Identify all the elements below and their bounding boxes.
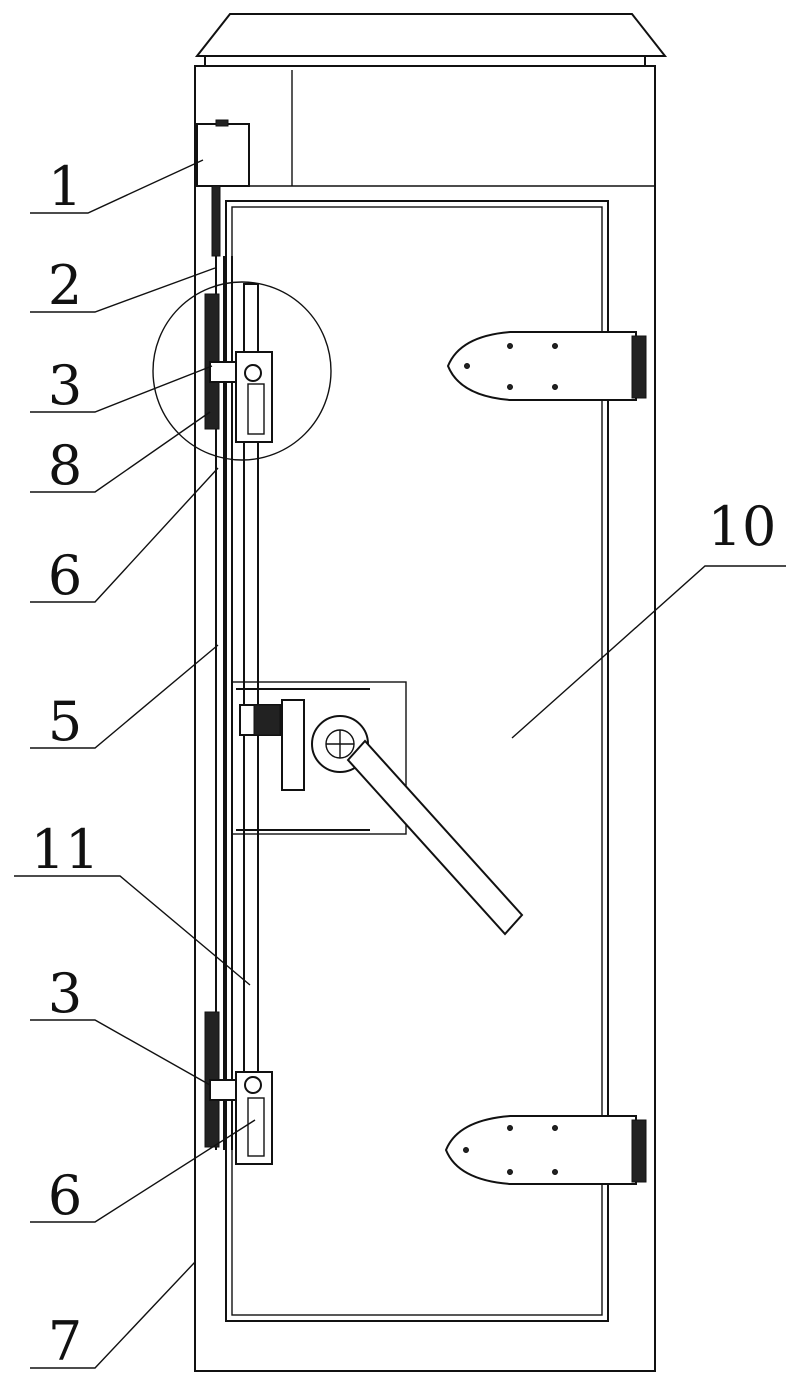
leader-line-8 xyxy=(30,411,211,493)
upper-pin xyxy=(244,364,262,382)
roof-cap xyxy=(194,13,668,57)
door-handle xyxy=(346,739,524,936)
screw-rod-upper xyxy=(211,185,221,257)
lower-pin xyxy=(244,1076,262,1094)
label-3-upper: 3 xyxy=(48,354,82,417)
leader-line-10 xyxy=(511,565,786,739)
label-3-lower: 3 xyxy=(48,962,82,1025)
leader-line-5 xyxy=(30,644,219,749)
upper-slider-assembly xyxy=(204,293,273,443)
label-8: 8 xyxy=(48,434,82,497)
upper-hinge-plate xyxy=(446,331,637,401)
leader-line-2 xyxy=(30,267,216,313)
label-6-lower: 6 xyxy=(48,1164,82,1227)
lower-slider-assembly xyxy=(204,1011,273,1165)
lower-hinge-screw xyxy=(463,1147,469,1153)
gear-mechanism xyxy=(231,681,524,936)
lower-clamp-slot xyxy=(247,1097,265,1157)
upper-hinge xyxy=(446,331,647,401)
upper-hinge-screw xyxy=(507,343,513,349)
label-5: 5 xyxy=(48,690,82,753)
label-6-upper: 6 xyxy=(48,544,82,607)
part-labels: 1 2 3 8 6 5 11 3 6 7 10 xyxy=(31,155,777,1373)
label-2: 2 xyxy=(48,254,82,317)
detail-circle xyxy=(152,281,332,461)
upper-hinge-knuckle xyxy=(631,335,647,399)
lower-hinge-knuckle xyxy=(631,1119,647,1183)
leader-line-11 xyxy=(14,875,251,986)
leader-line-7 xyxy=(30,1261,196,1369)
label-11: 11 xyxy=(31,818,100,881)
label-10: 10 xyxy=(708,495,777,558)
mechanism-housing xyxy=(231,681,407,835)
leader-line-6b xyxy=(30,1119,256,1223)
lower-hinge-screw xyxy=(507,1169,513,1175)
roof-strip xyxy=(204,55,646,67)
leader-line-6a xyxy=(30,467,219,603)
leader-lines xyxy=(14,159,786,1369)
gear-rack xyxy=(281,699,305,791)
upper-hinge-screw xyxy=(552,384,558,390)
lower-hinge-screw xyxy=(507,1125,513,1131)
gear-spring xyxy=(253,704,281,736)
lower-hinge-screw xyxy=(552,1125,558,1131)
lower-hinge-plate xyxy=(444,1115,637,1185)
upper-hinge-screw xyxy=(464,363,470,369)
motor-housing xyxy=(196,123,250,187)
lower-hinge-screw xyxy=(552,1169,558,1175)
label-1: 1 xyxy=(48,155,82,218)
leader-line-1 xyxy=(30,159,204,214)
upper-clamp-slot xyxy=(247,383,265,435)
part-1-motor xyxy=(196,119,250,187)
label-7: 7 xyxy=(48,1310,82,1373)
upper-hinge-screw xyxy=(507,384,513,390)
motor-cap xyxy=(215,119,229,127)
leader-line-3a xyxy=(30,365,213,413)
leader-line-3b xyxy=(30,1019,211,1086)
upper-hinge-screw xyxy=(552,343,558,349)
lower-hinge xyxy=(444,1115,647,1185)
